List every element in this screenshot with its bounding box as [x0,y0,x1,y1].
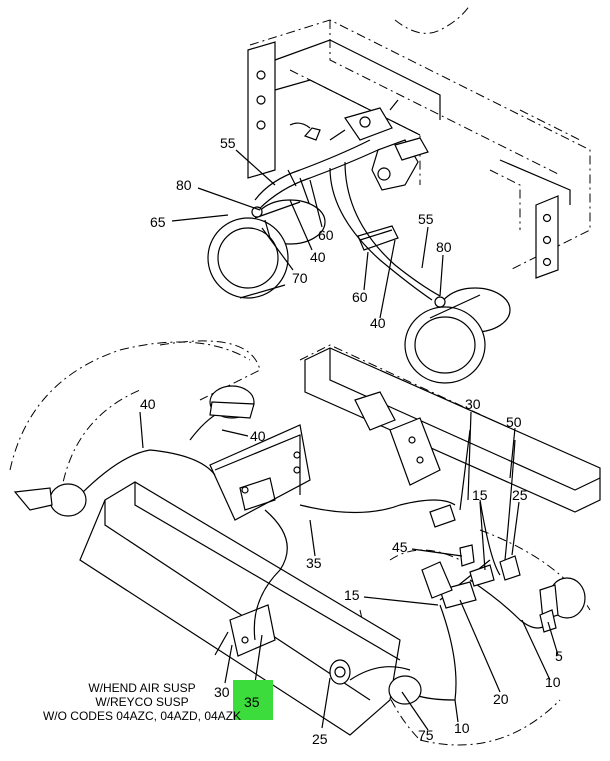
upper-right-air-spring [404,287,511,384]
callout-40-lower-middle: 40 [250,428,266,444]
callout-15-lower: 15 [344,587,360,603]
height-control-valve [289,99,429,191]
callout-50: 50 [506,414,522,430]
upper-left-air-spring [207,199,326,299]
callout-10-right: 10 [545,674,561,690]
callout-10-lower: 10 [454,720,470,736]
note-line-3: W/O CODES 04AZC, 04AZD, 04AZK [43,709,241,723]
callout-60-upper-left: 60 [318,227,334,243]
lower-fittings [241,486,557,633]
lower-air-springs [13,385,586,705]
note-line-1: W/HEND AIR SUSP [88,681,195,695]
callout-35-middle: 35 [306,555,322,571]
callout-5: 5 [555,648,563,664]
callout-60-upper-right: 60 [352,289,368,305]
callout-20: 20 [493,691,509,707]
leader-lines [139,149,559,731]
callout-35-highlighted: 35 [244,694,260,710]
callout-80-upper-left: 80 [176,177,192,193]
callout-45: 45 [392,539,408,555]
applicability-note: W/HEND AIR SUSP W/REYCO SUSP W/O CODES 0… [43,681,241,723]
callout-75: 75 [418,727,434,743]
callout-30-lower: 30 [214,684,230,700]
callout-80-upper-right: 80 [436,239,452,255]
highlighted-part-box [233,680,273,720]
upper-hoses [254,139,441,301]
callout-25-upper: 25 [512,487,528,503]
callout-labels: 55 80 65 60 40 70 55 80 60 40 40 40 30 5… [140,135,563,747]
callout-70: 70 [292,270,308,286]
callout-55-upper-right: 55 [418,211,434,227]
callout-40-upper-left: 40 [310,249,326,265]
note-line-2: W/REYCO SUSP [95,695,188,709]
callout-30-upper: 30 [465,396,481,412]
callout-40-upper-right: 40 [370,315,386,331]
callout-40-lower-left: 40 [140,396,156,412]
callout-55-upper-left: 55 [220,135,236,151]
callout-15-upper: 15 [472,487,488,503]
lower-frame-assembly [9,340,601,746]
callout-25-lower: 25 [312,731,328,747]
callout-65: 65 [150,214,166,230]
